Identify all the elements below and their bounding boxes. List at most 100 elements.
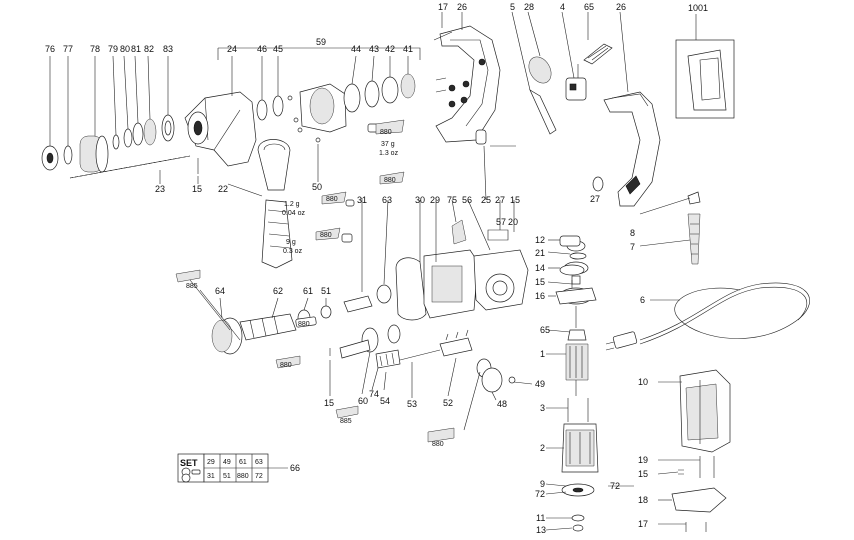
callout-57: 57 xyxy=(496,217,506,227)
callout-15: 15 xyxy=(192,184,202,194)
callout-46: 46 xyxy=(257,44,267,54)
set-box xyxy=(177,453,288,483)
callout-15-mid: 15 xyxy=(535,277,545,287)
callout-56: 56 xyxy=(462,195,472,205)
callout-74: 74 xyxy=(369,389,379,399)
armature xyxy=(559,240,593,396)
set-item: 29 xyxy=(207,459,215,466)
set-item: 31 xyxy=(207,473,215,480)
part-1001-box xyxy=(675,39,735,119)
grease-tag-880: 880 xyxy=(280,362,292,369)
callout-15-low: 15 xyxy=(324,398,334,408)
weight-grams: 9 g xyxy=(286,239,296,246)
rear-handle-half xyxy=(433,25,501,143)
side-handle xyxy=(257,139,293,269)
grease-tag-880: 880 xyxy=(384,177,396,184)
callout-59: 59 xyxy=(316,37,326,47)
callout-12: 12 xyxy=(535,235,545,245)
callout-27-right: 27 xyxy=(590,194,600,204)
callout-7: 7 xyxy=(630,242,635,252)
callout-62: 62 xyxy=(273,286,283,296)
callout-17: 17 xyxy=(438,2,448,12)
handle-cover xyxy=(592,91,661,207)
weight-grams: 37 g xyxy=(381,141,395,148)
callout-6: 6 xyxy=(640,295,645,305)
clutch-parts xyxy=(439,329,516,431)
switch-parts xyxy=(528,43,613,135)
gear-parts xyxy=(341,199,392,313)
callout-8: 8 xyxy=(630,228,635,238)
grease-tag-885: 885 xyxy=(186,283,198,290)
set-item: 51 xyxy=(223,473,231,480)
callout-23: 23 xyxy=(155,184,165,194)
callout-41: 41 xyxy=(403,44,413,54)
weight-ounces: 0.04 oz xyxy=(282,210,305,217)
set-item: 72 xyxy=(255,473,263,480)
grease-tags xyxy=(175,119,455,443)
callout-26: 26 xyxy=(457,2,467,12)
callout-28: 28 xyxy=(524,2,534,12)
callout-15-right: 15 xyxy=(638,469,648,479)
weight-grams: 1.2 g xyxy=(284,201,300,208)
grease-tag-885: 885 xyxy=(340,418,352,425)
set-item: 63 xyxy=(255,459,263,466)
set-title: SET xyxy=(180,458,198,468)
callout-80: 80 xyxy=(120,44,130,54)
callout-43: 43 xyxy=(369,44,379,54)
callout-19: 19 xyxy=(638,455,648,465)
grease-tag-880: 880 xyxy=(320,232,332,239)
intermediate-shaft xyxy=(329,324,441,369)
gear-housing xyxy=(184,47,421,174)
set-item: 61 xyxy=(239,459,247,466)
callout-77: 77 xyxy=(63,44,73,54)
set-item: 49 xyxy=(223,459,231,466)
callout-3: 3 xyxy=(540,403,545,413)
callout-30: 30 xyxy=(415,195,425,205)
callout-15-top: 15 xyxy=(510,195,520,205)
callout-83: 83 xyxy=(163,44,173,54)
weight-ounces: 1.3 oz xyxy=(379,150,399,157)
callout-75: 75 xyxy=(447,195,457,205)
callout-65: 65 xyxy=(584,2,594,12)
callout-61: 61 xyxy=(303,286,313,296)
callout-11: 11 xyxy=(536,513,545,523)
callout-42: 42 xyxy=(385,44,395,54)
callout-27: 27 xyxy=(495,195,505,205)
end-shield xyxy=(561,483,595,532)
callout-17-bottom: 17 xyxy=(638,519,648,529)
callout-79: 79 xyxy=(108,44,118,54)
callout-49: 49 xyxy=(535,379,545,389)
part-number-labels: 17 26 5 28 4 65 26 1001 76 77 78 79 80 8… xyxy=(45,2,708,535)
callout-10: 10 xyxy=(638,377,648,387)
callout-31: 31 xyxy=(357,195,367,205)
callout-21: 21 xyxy=(535,248,545,258)
callout-1001: 1001 xyxy=(688,3,708,13)
callout-48: 48 xyxy=(497,399,507,409)
motor-housing xyxy=(395,129,529,321)
callout-63: 63 xyxy=(382,195,392,205)
callout-5: 5 xyxy=(510,2,515,12)
callout-24: 24 xyxy=(227,44,237,54)
callout-82: 82 xyxy=(144,44,154,54)
cable-protector xyxy=(687,191,701,265)
callout-72-right: 72 xyxy=(610,481,620,491)
callout-26-right: 26 xyxy=(616,2,626,12)
grease-tag-880: 880 xyxy=(432,441,444,448)
callout-78: 78 xyxy=(90,44,100,54)
callout-25: 25 xyxy=(481,195,491,205)
bearing-parts xyxy=(555,235,597,305)
motor-housing-rear xyxy=(671,369,731,532)
callout-51: 51 xyxy=(321,286,331,296)
callout-1: 1 xyxy=(540,349,545,359)
callout-9: 9 xyxy=(540,479,545,489)
callout-65-armature: 65 xyxy=(540,325,550,335)
callout-60: 60 xyxy=(358,396,368,406)
callout-66: 66 xyxy=(290,463,300,473)
callout-72: 72 xyxy=(535,489,545,499)
callout-52: 52 xyxy=(443,398,453,408)
weight-ounces: 0.3 oz xyxy=(283,248,303,255)
callout-2: 2 xyxy=(540,443,545,453)
callout-54: 54 xyxy=(380,396,390,406)
callout-53: 53 xyxy=(407,399,417,409)
